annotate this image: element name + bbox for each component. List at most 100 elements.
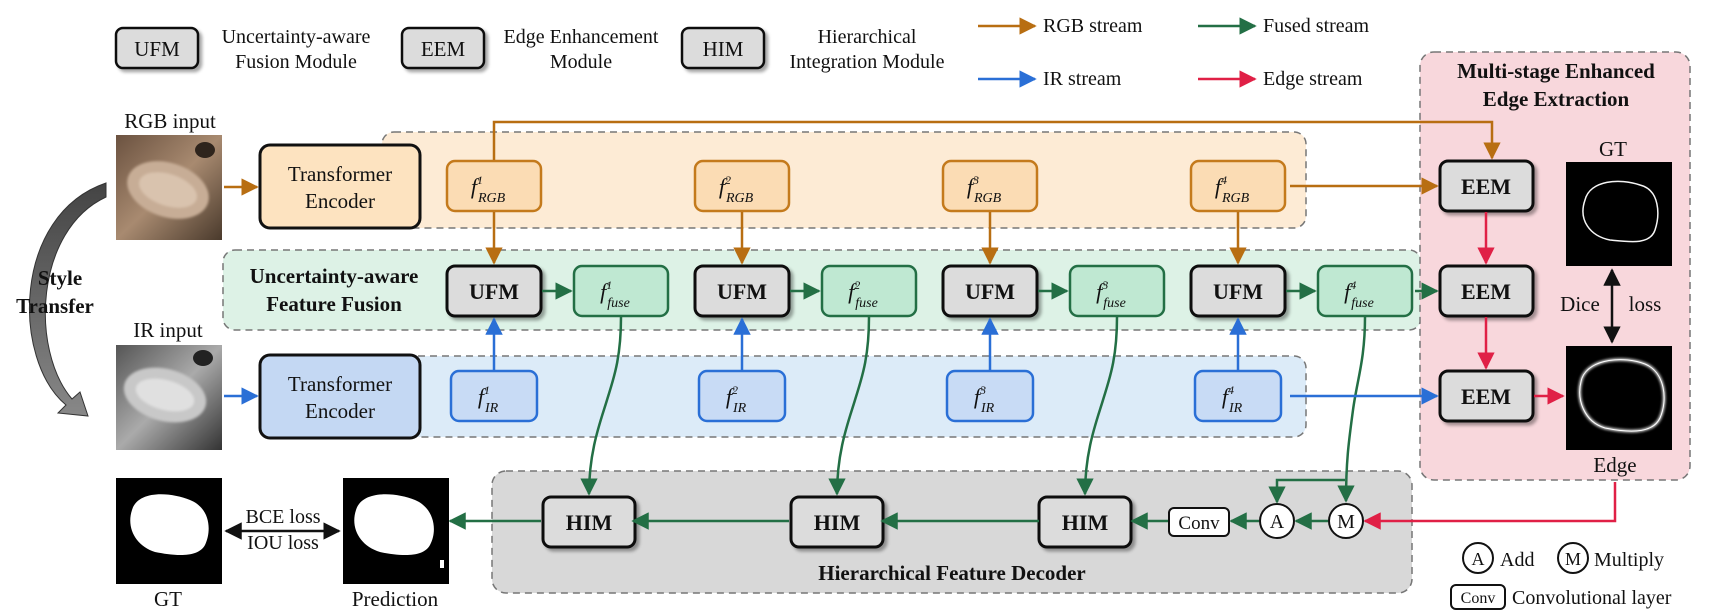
edge-panel-line2: Edge Extraction — [1483, 87, 1630, 111]
loss-label-1: BCE loss — [245, 506, 320, 528]
fusion-panel-line1: Uncertainty-aware — [250, 264, 419, 288]
legend-eem-line1: Edge Enhancement — [504, 26, 659, 48]
decoder-conv-block: Conv — [1168, 507, 1230, 537]
rgb-input-label: RGB input — [124, 109, 216, 133]
legend-multiply-symbol: M — [1565, 549, 1581, 569]
eem-block-2: EEM — [1438, 264, 1535, 318]
decoder-title: Hierarchical Feature Decoder — [818, 561, 1085, 585]
legend-conv-symbol: Conv — [1461, 590, 1496, 607]
fuse-to-multiply-arrow — [1337, 316, 1367, 503]
ir-transformer-encoder: Transformer Encoder — [258, 353, 422, 440]
ufm-block-1: UFM — [445, 264, 543, 318]
legend-eem-abbr: EEM — [421, 37, 466, 61]
legend-him-line2: Integration Module — [790, 51, 945, 73]
rgb-encoder-line1: Transformer — [288, 162, 392, 186]
ufm-block-3: UFM — [941, 264, 1039, 318]
legend-multiply-label: Multiply — [1594, 549, 1664, 571]
ufm-block-4: UFM — [1189, 264, 1287, 318]
legend-eem: EEM Edge Enhancement Module — [400, 26, 659, 73]
eem-3-label: EEM — [1461, 384, 1511, 409]
legend-conv: Conv Convolutional layer — [1450, 584, 1672, 610]
fuse-to-him-arrow-2 — [828, 316, 871, 496]
multiply-node: M — [1328, 503, 1364, 539]
legend-rgb-stream: RGB stream — [978, 15, 1143, 37]
him-1-label: HIM — [566, 510, 613, 535]
rgb-transformer-encoder: Transformer Encoder — [258, 143, 422, 230]
legend-edge-stream: Edge stream — [1198, 68, 1363, 90]
legend-add-symbol: A — [1472, 549, 1485, 569]
edge-to-multiply-arrow — [1363, 482, 1617, 530]
legend-conv-label: Convolutional layer — [1512, 587, 1672, 609]
legend-fused-stream: Fused stream — [1198, 15, 1370, 37]
eem-1-label: EEM — [1461, 174, 1511, 199]
prediction-image — [343, 478, 449, 584]
legend-him-line1: Hierarchical — [818, 26, 917, 48]
edge-gt-image — [1566, 162, 1672, 266]
legend-add-label: Add — [1500, 549, 1534, 571]
fuse-to-him-arrow-1 — [580, 316, 623, 496]
prediction-label: Prediction — [352, 587, 439, 611]
legend-ufm-line1: Uncertainty-aware — [222, 26, 371, 48]
eem-2-label: EEM — [1461, 279, 1511, 304]
rgb-skip-arrow — [492, 120, 1501, 160]
legend-ufm: UFM Uncertainty-aware Fusion Module — [114, 26, 371, 73]
him-block-2: HIM — [789, 495, 885, 549]
legend-him: HIM Hierarchical Integration Module — [680, 26, 945, 73]
ir-input-label: IR input — [133, 318, 203, 342]
him-3-label: HIM — [1062, 510, 1109, 535]
multiply-node-label: M — [1337, 511, 1355, 533]
fuse-to-him-arrow-3 — [1076, 316, 1119, 496]
rgb-input-image — [116, 135, 222, 240]
eem-block-1: EEM — [1438, 159, 1535, 213]
legend-multiply: M Multiply — [1557, 542, 1664, 574]
ufm-1-label: UFM — [469, 279, 519, 304]
gt-mask-label: GT — [154, 587, 182, 611]
legend-ir-stream: IR stream — [978, 68, 1122, 90]
eem-block-3: EEM — [1438, 369, 1535, 423]
legend-ufm-line2: Fusion Module — [235, 51, 357, 73]
fuse-f4-branch-to-add — [1268, 478, 1345, 504]
him-block-3: HIM — [1037, 495, 1133, 549]
rgb-encoder-line2: Encoder — [305, 189, 375, 213]
add-node-label: A — [1270, 511, 1285, 533]
edge-gt-label: GT — [1599, 137, 1627, 161]
style-transfer-arrow — [29, 182, 107, 417]
loss-label-2: IOU loss — [247, 532, 319, 554]
fusion-panel-line2: Feature Fusion — [266, 292, 402, 316]
him-2-label: HIM — [814, 510, 861, 535]
legend-ufm-abbr: UFM — [134, 37, 180, 61]
decoder-panel — [491, 470, 1413, 594]
style-transfer-line2: Transfer — [16, 294, 94, 318]
dice-line2: loss — [1629, 292, 1662, 316]
add-node: A — [1259, 503, 1295, 539]
style-transfer-line1: Style — [38, 266, 82, 290]
edge-output-image — [1566, 346, 1672, 450]
decoder-conv-label: Conv — [1178, 513, 1220, 534]
ir-input-image — [116, 345, 222, 450]
ufm-2-label: UFM — [717, 279, 767, 304]
